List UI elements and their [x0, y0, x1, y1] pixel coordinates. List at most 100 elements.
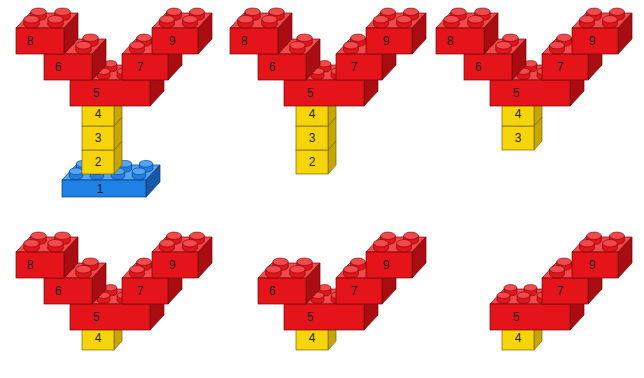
lego-stud: [76, 266, 91, 279]
stud-top: [266, 266, 281, 274]
stud-top: [183, 16, 198, 23]
stud-top: [517, 292, 530, 298]
stud-top: [24, 16, 39, 24]
lego-stud: [69, 168, 82, 180]
stud-top: [290, 42, 305, 50]
stud-top: [262, 16, 277, 24]
callout-number: 6: [269, 60, 276, 74]
lego-stud: [550, 266, 565, 278]
brick-front: [366, 28, 412, 54]
stud-top: [580, 240, 595, 247]
stud-top: [83, 34, 98, 42]
stud-top: [297, 34, 312, 42]
brick-front: [336, 54, 382, 80]
callout-number: 1: [97, 182, 104, 196]
callout-number: 4: [515, 331, 522, 345]
lego-stud: [603, 240, 618, 252]
lego-brick: [436, 8, 498, 54]
brick-front: [16, 252, 64, 278]
brick-front: [122, 278, 168, 304]
lego-stud: [266, 266, 281, 279]
stud-top: [190, 232, 205, 239]
stud-top: [24, 240, 39, 248]
callout-number: 2: [95, 155, 102, 169]
brick-front: [572, 252, 618, 278]
brick-front: [82, 126, 114, 150]
stud-top: [475, 8, 490, 16]
lego-stud: [290, 266, 305, 279]
brick-front: [296, 150, 328, 174]
callout-number: 7: [351, 284, 358, 298]
lego-stud: [24, 240, 39, 253]
stud-top: [351, 258, 366, 265]
callout-number: 5: [307, 310, 314, 324]
callout-number: 7: [557, 60, 564, 74]
stud-top: [444, 16, 459, 24]
lego-stud: [262, 16, 277, 29]
lego-stud: [444, 16, 459, 29]
lego-stud: [517, 292, 530, 303]
stud-top: [524, 285, 537, 291]
stud-top: [351, 34, 366, 41]
brick-front: [70, 304, 150, 330]
stud-top: [31, 232, 46, 240]
lego-stud: [24, 16, 39, 29]
brick-front: [464, 54, 512, 80]
stud-top: [397, 240, 412, 247]
brick-front: [502, 126, 534, 150]
brick-front: [258, 54, 306, 80]
stud-top: [139, 160, 152, 167]
lego-brick: [572, 232, 632, 278]
stud-top: [374, 16, 389, 23]
stud-top: [76, 42, 91, 50]
callout-number: 5: [307, 86, 314, 100]
callout-number: 5: [513, 86, 520, 100]
callout-number: 4: [95, 107, 102, 121]
stud-top: [269, 8, 284, 16]
callout-number: 4: [309, 331, 316, 345]
stud-top: [160, 16, 175, 23]
brick-front: [542, 278, 588, 304]
lego-stud: [550, 42, 565, 54]
lego-stud: [497, 292, 510, 303]
lego-stud: [238, 16, 253, 29]
lego-stud: [397, 16, 412, 28]
lego-stud: [132, 168, 145, 180]
brick-front: [284, 80, 364, 106]
stud-top: [580, 16, 595, 23]
stud-top: [137, 34, 152, 41]
brick-front: [62, 180, 146, 197]
brick-front: [152, 252, 198, 278]
callout-number: 3: [309, 131, 316, 145]
stud-top: [132, 168, 145, 175]
lego-stud: [130, 42, 145, 54]
callout-number: 8: [27, 258, 34, 272]
callout-number: 6: [475, 60, 482, 74]
stud-top: [451, 8, 466, 16]
lego-brick: [366, 232, 426, 278]
callout-number: 8: [241, 34, 248, 48]
stud-top: [550, 266, 565, 273]
stud-top: [603, 240, 618, 247]
callout-number: 5: [93, 86, 100, 100]
callout-number: 9: [169, 34, 176, 48]
brick-front: [230, 28, 278, 54]
brick-front: [122, 54, 168, 80]
lego-brick: [152, 8, 212, 54]
lego-stud: [76, 42, 91, 55]
stud-top: [381, 232, 396, 239]
stud-top: [238, 16, 253, 24]
callout-number: 6: [55, 284, 62, 298]
callout-number: 5: [513, 310, 520, 324]
callout-number: 3: [95, 131, 102, 145]
lego-stud: [344, 42, 359, 54]
stud-top: [55, 232, 70, 240]
brick-front: [542, 54, 588, 80]
callout-number: 8: [447, 34, 454, 48]
stud-top: [183, 240, 198, 247]
stud-top: [603, 16, 618, 23]
lego-brick: [16, 232, 78, 278]
brick-front: [44, 278, 92, 304]
lego-stud: [160, 240, 175, 252]
